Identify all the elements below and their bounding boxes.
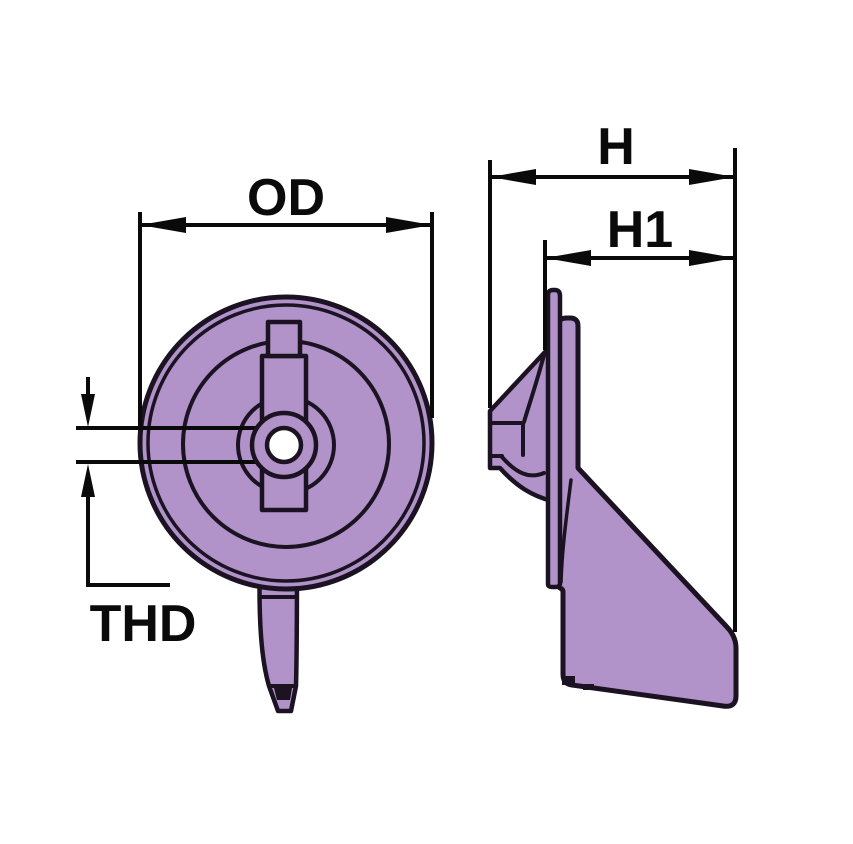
thd-arrow-up	[81, 464, 95, 497]
h1-arrow-right	[689, 250, 735, 266]
front-view	[76, 294, 435, 714]
side-hub-cone-curve	[522, 353, 546, 424]
side-view	[487, 287, 739, 709]
od-label: OD	[247, 169, 325, 227]
dimension-h1: H1	[543, 201, 735, 350]
side-hub-inner-lines	[488, 421, 525, 458]
side-plate-and-fin	[555, 315, 739, 709]
h1-arrow-left	[545, 250, 591, 266]
thd-arrow-down	[81, 394, 95, 427]
h-arrow-right	[689, 169, 735, 185]
dimension-thd: THD	[81, 377, 196, 653]
fin-bottom-notch-left	[562, 676, 575, 685]
tail-stem	[257, 549, 300, 714]
outer-ring-inner-edge	[146, 303, 426, 583]
center-hole	[264, 425, 304, 465]
h-arrow-left	[490, 169, 536, 185]
fin-bottom-notch-right	[583, 684, 594, 690]
od-arrow-right	[386, 217, 432, 233]
side-plate-front-edge	[545, 287, 563, 590]
thd-label: THD	[90, 595, 197, 653]
dimensions: OD H H1 THD	[81, 118, 737, 653]
od-arrow-left	[140, 217, 186, 233]
side-hub-lip-curve	[500, 455, 546, 478]
h1-label: H1	[607, 201, 673, 259]
dimension-h: H	[488, 118, 737, 632]
dimension-od: OD	[138, 169, 434, 428]
h-label: H	[597, 118, 635, 176]
mounting-tab	[265, 319, 303, 359]
tail-notch	[274, 688, 292, 700]
